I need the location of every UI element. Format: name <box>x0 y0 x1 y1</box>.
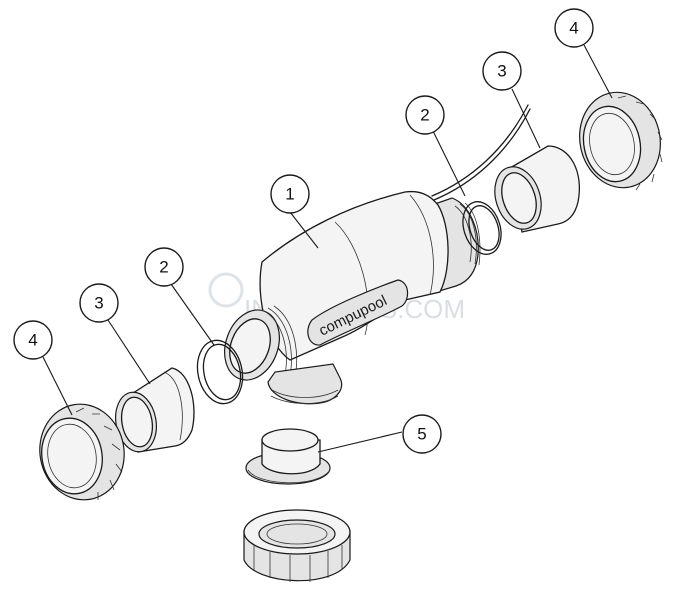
callout-2-right: 2 <box>405 95 445 135</box>
union-nut-bottom <box>243 509 351 582</box>
callout-4-right-label: 4 <box>569 19 578 38</box>
union-nut-left <box>39 403 125 501</box>
o-ring-left <box>196 339 244 405</box>
callout-4-left-label: 4 <box>28 331 37 350</box>
callout-1-label: 1 <box>285 185 294 204</box>
callout-2-right-label: 2 <box>420 106 429 125</box>
callout-3-right: 3 <box>482 51 522 91</box>
callout-3-left-label: 3 <box>94 294 103 313</box>
callout-5-label: 5 <box>417 425 426 444</box>
callout-5: 5 <box>402 414 442 454</box>
callout-3-left: 3 <box>79 283 119 323</box>
drain-plug <box>245 428 331 485</box>
callout-4-left: 4 <box>13 320 53 360</box>
cell-body: compupool <box>224 190 481 405</box>
callout-3-right-label: 3 <box>497 62 506 81</box>
callout-2-left-label: 2 <box>159 258 168 277</box>
o-ring-right <box>462 201 502 255</box>
sensor-cable <box>431 104 529 197</box>
callout-1: 1 <box>270 174 310 214</box>
tailpiece-left <box>115 367 195 453</box>
tailpiece-right <box>494 145 580 233</box>
callout-2-left: 2 <box>144 247 184 287</box>
callout-4-right: 4 <box>554 8 594 48</box>
leader-lines <box>42 44 613 453</box>
union-nut-right <box>579 91 663 191</box>
